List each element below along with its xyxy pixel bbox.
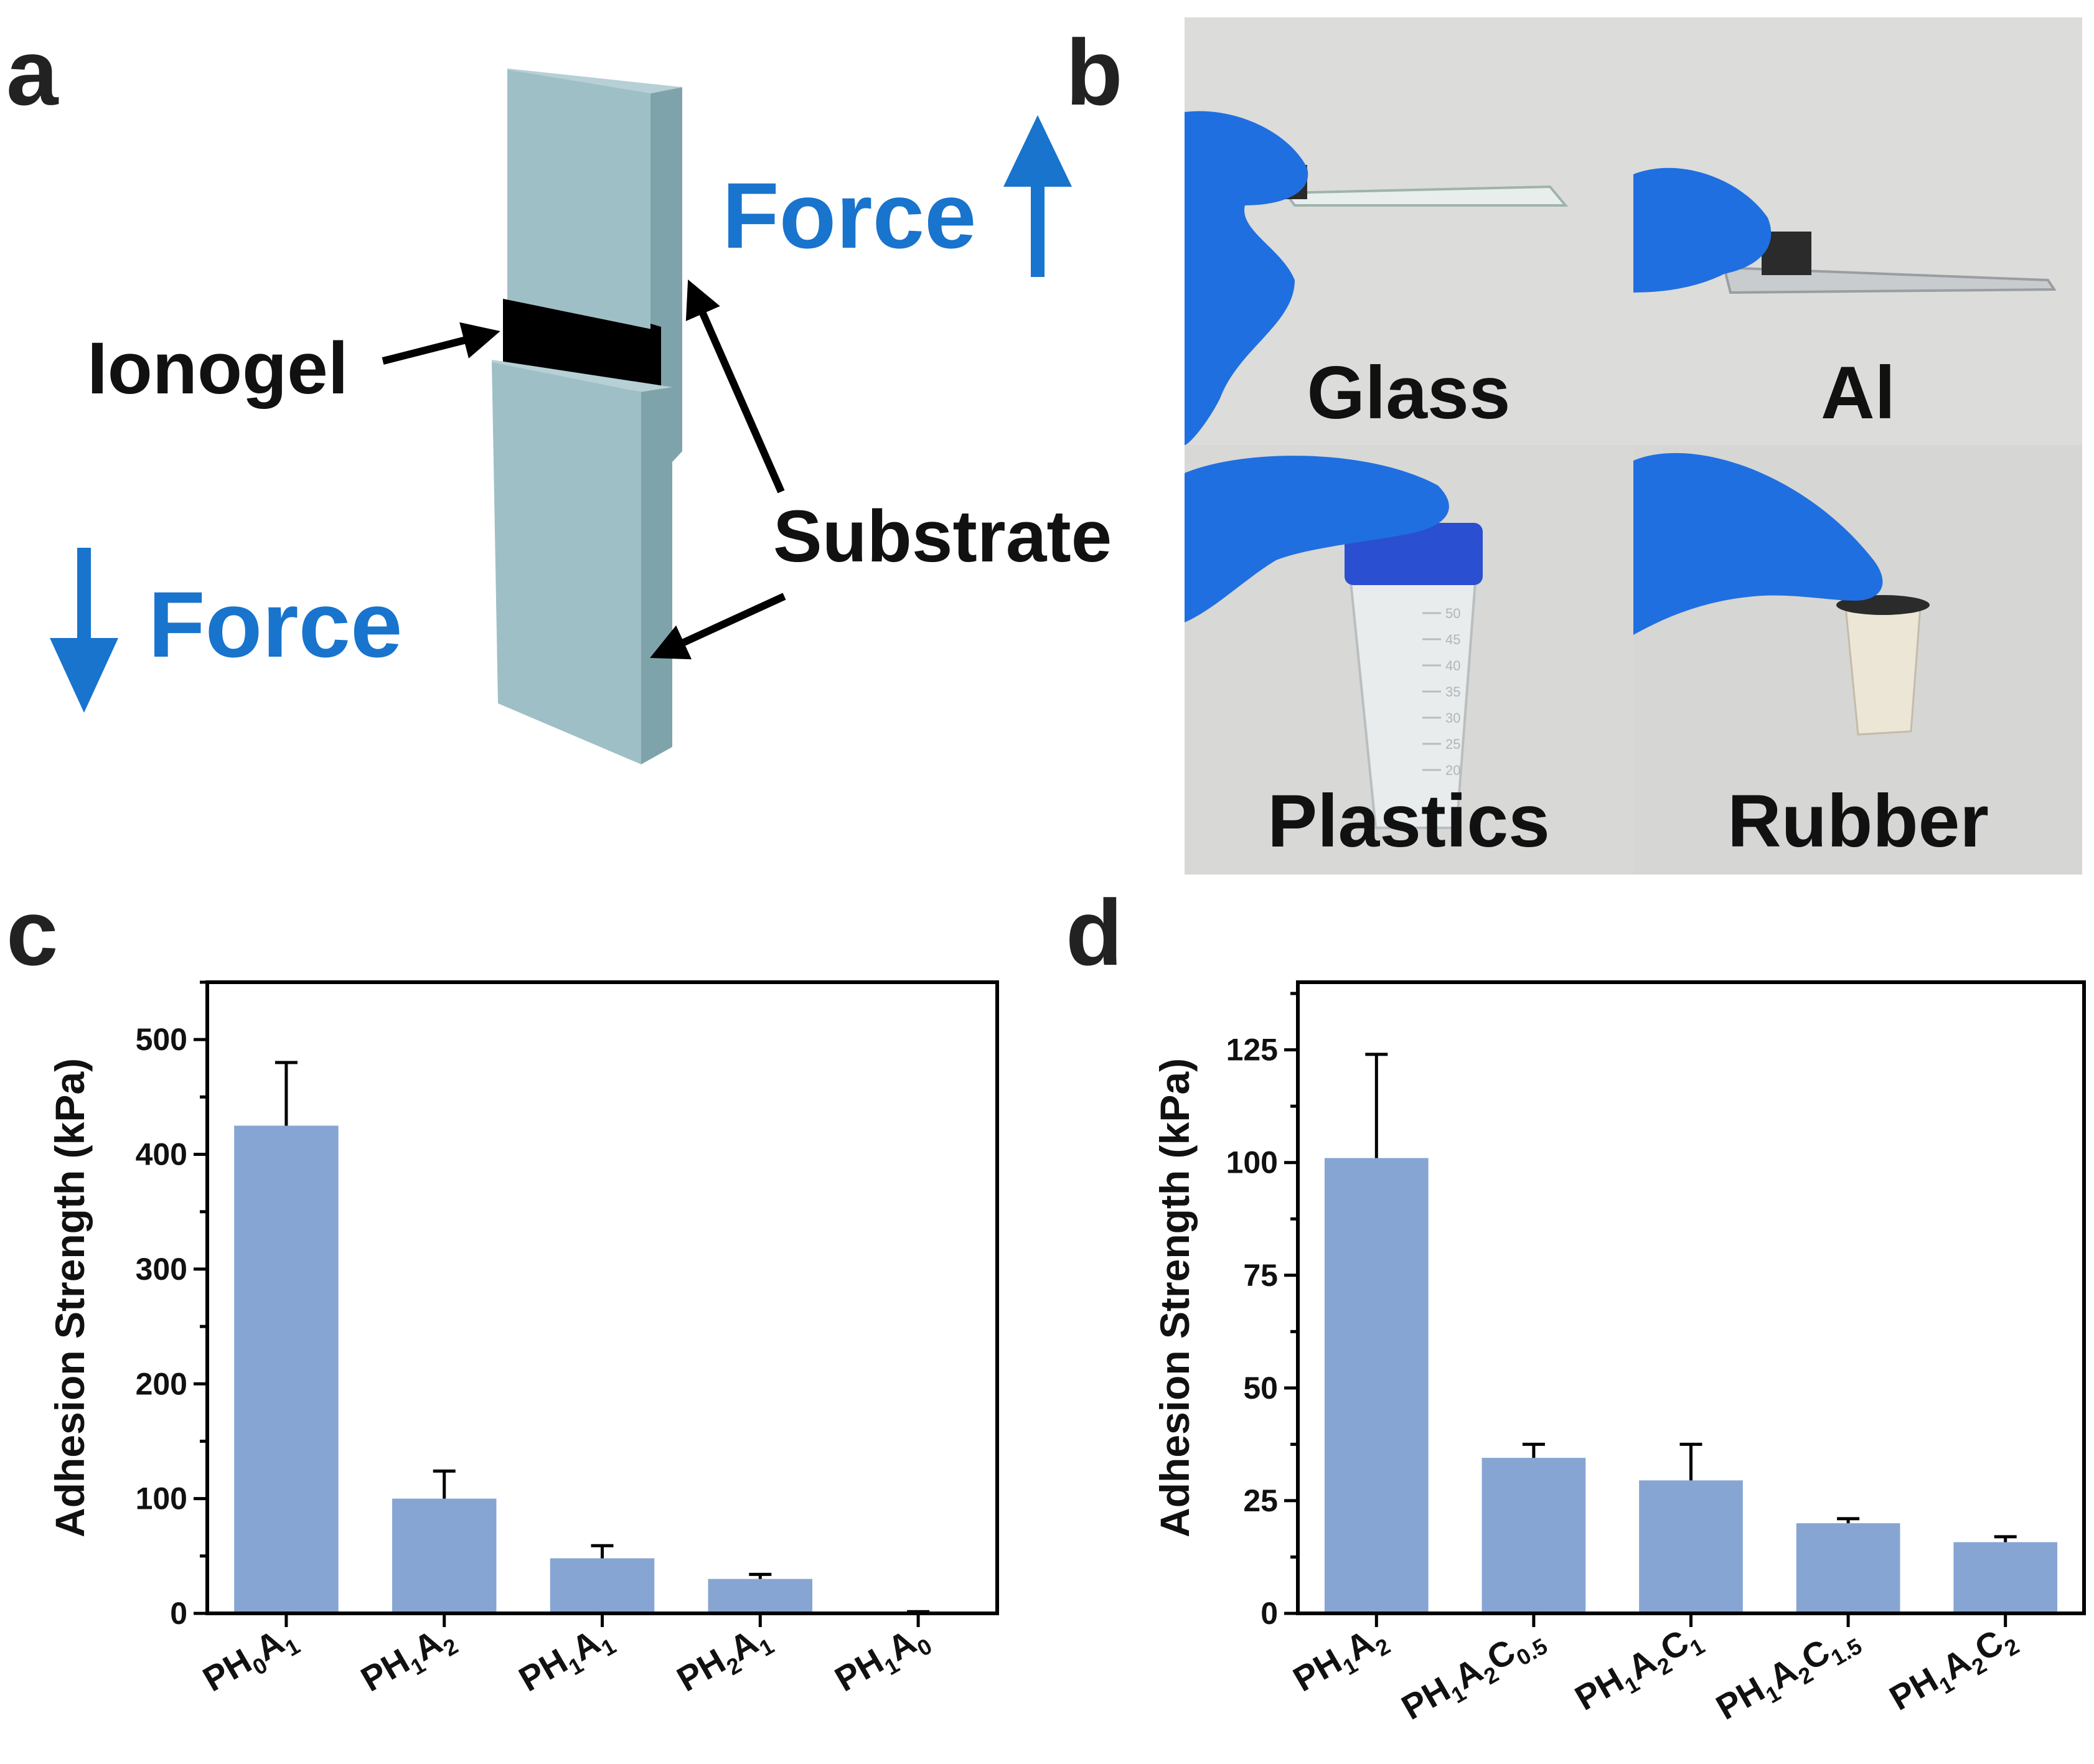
bar: [1481, 1458, 1586, 1613]
ionogel-label: Ionogel: [87, 327, 349, 410]
tube-mark-label: 45: [1445, 632, 1460, 647]
glove-icon: [1185, 111, 1308, 445]
panel-a: a Ionogel Substrate Force: [6, 20, 1112, 764]
substrate-arrow-lower: [650, 593, 786, 660]
substrate-label: Substrate: [773, 495, 1112, 578]
tube-mark-label: 35: [1445, 684, 1460, 700]
y-tick-label: 100: [1226, 1145, 1278, 1180]
x-tick-label: PH1A2C1: [1569, 1616, 1709, 1724]
bar: [1953, 1542, 2058, 1613]
y-tick-label: 50: [1243, 1371, 1278, 1405]
y-tick-label: 0: [1261, 1596, 1278, 1631]
photo-label-plastics: Plastics: [1267, 779, 1550, 863]
y-tick-label: 500: [136, 1022, 187, 1057]
y-tick-label: 125: [1226, 1033, 1278, 1067]
glass-slide: [1283, 185, 1569, 207]
force-label-top: Force: [722, 163, 976, 268]
ionogel-arrow: [382, 322, 500, 365]
bar: [550, 1558, 655, 1613]
photo-label-al: Al: [1821, 351, 1895, 434]
photo-label-glass: Glass: [1307, 351, 1511, 434]
bar: [1639, 1480, 1743, 1613]
rubber-stopper: [1844, 606, 1922, 736]
x-tick-label: PH1A2C0.5: [1395, 1616, 1552, 1733]
y-tick-label: 300: [136, 1252, 187, 1287]
force-arrow-down-icon: [50, 548, 118, 713]
bar: [1324, 1158, 1429, 1613]
tube-graduations: 50 45 40 35 30 25 20: [1422, 606, 1460, 778]
y-tick-label: 0: [170, 1596, 187, 1631]
photo-rubber: Rubber: [1633, 445, 2082, 875]
glove-icon: [1185, 456, 1449, 622]
y-tick-label: 75: [1243, 1258, 1278, 1293]
photo-label-rubber: Rubber: [1727, 779, 1989, 863]
lower-substrate-face: [492, 362, 641, 764]
tube-mark-label: 30: [1445, 710, 1460, 726]
lower-substrate: [492, 360, 672, 764]
x-tick-label: PH2A1: [670, 1616, 779, 1704]
panel-d: d 0255075100125PH1A2PH1A2C0.5PH1A2C1PH1A…: [1066, 880, 2086, 1733]
x-tick-label: PH1A2: [354, 1616, 462, 1704]
force-label-bottom: Force: [148, 572, 402, 677]
photo-glass: Glass: [1185, 17, 1633, 445]
panel-letter-a: a: [6, 20, 59, 124]
tube-mark-label: 20: [1445, 762, 1460, 778]
y-tick-label: 400: [136, 1137, 187, 1172]
panel-letter-d: d: [1066, 880, 1123, 985]
bar: [708, 1579, 813, 1613]
tube-mark-label: 25: [1445, 736, 1460, 752]
lower-substrate-side: [641, 387, 672, 764]
panel-b: b Glass Al 50 45 40 35 30 25 20 Plastics: [1066, 17, 2082, 875]
panel-letter-c: c: [6, 880, 58, 985]
y-axis-title: Adhesion Strength (kPa): [1152, 1058, 1198, 1537]
bar: [1796, 1523, 1900, 1613]
panel-letter-b: b: [1066, 20, 1123, 124]
tube-mark-label: 50: [1445, 606, 1460, 621]
bar: [392, 1498, 497, 1613]
y-tick-label: 200: [136, 1366, 187, 1401]
y-tick-label: 100: [136, 1481, 187, 1516]
glove-icon: [1633, 453, 1883, 635]
x-tick-label: PH1A2: [1287, 1616, 1395, 1704]
y-axis-title: Adhesion Strength (kPa): [47, 1058, 93, 1537]
bar: [234, 1125, 339, 1613]
x-tick-label: PH0A1: [196, 1616, 304, 1704]
lower-substrate-top: [492, 360, 672, 392]
force-arrow-up-icon: [1003, 115, 1072, 277]
x-tick-label: PH1A1: [512, 1616, 621, 1704]
substrate-arrow-upper: [685, 279, 785, 494]
x-tick-label: PH1A0: [828, 1616, 936, 1704]
tube-mark-label: 40: [1445, 658, 1460, 673]
photo-al: Al: [1633, 17, 2082, 445]
upper-substrate-top: [507, 68, 682, 93]
y-tick-label: 25: [1243, 1483, 1278, 1518]
x-tick-label: PH1A2C2: [1883, 1616, 2024, 1724]
photo-plastics: 50 45 40 35 30 25 20 Plastics: [1185, 445, 1633, 875]
bar-chart-d: 0255075100125PH1A2PH1A2C0.5PH1A2C1PH1A2C…: [1152, 980, 2086, 1733]
x-tick-label: PH1A2C1.5: [1709, 1616, 1866, 1733]
glove-icon: [1633, 167, 1772, 293]
